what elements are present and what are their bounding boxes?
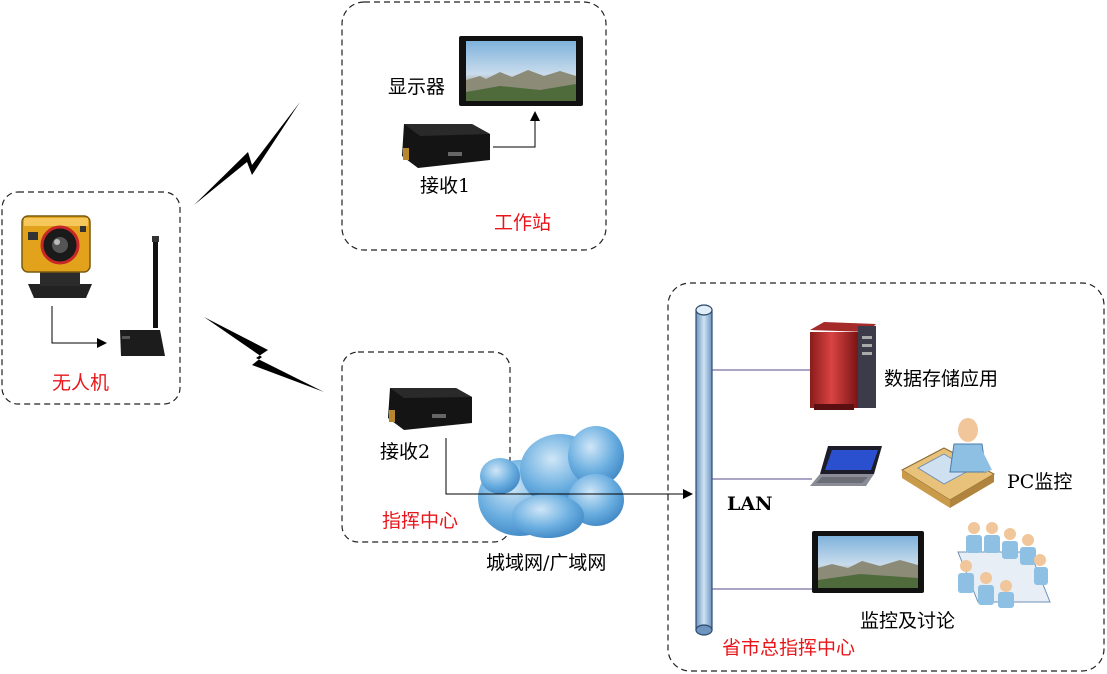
- storage-label: 数据存储应用: [884, 368, 999, 390]
- provincial-group-label: 省市总指挥中心: [722, 637, 856, 659]
- display-label: 显示器: [388, 76, 446, 98]
- lightning-link-icon: [194, 102, 300, 205]
- lightning-link-icon: [204, 317, 324, 392]
- drone-group-label: 无人机: [52, 372, 110, 394]
- display-monitor-icon: [459, 36, 583, 106]
- workstation-group-label: 工作站: [494, 212, 552, 234]
- wan-label: 城域网/广域网: [486, 552, 607, 574]
- lan-bus: [695, 304, 713, 636]
- display-monitor-icon: [812, 531, 924, 593]
- provincial-group-box: [667, 282, 1105, 672]
- action-camera-icon: [21, 215, 92, 298]
- meeting-room-icon: [957, 522, 1051, 608]
- command-group-label: 指挥中心: [382, 510, 459, 532]
- network-cloud-icon: [478, 426, 624, 538]
- laptop-icon: [810, 446, 882, 486]
- workstation-group-box: [341, 1, 607, 251]
- meeting-label: 监控及讨论: [860, 610, 956, 632]
- desk-operator-icon: [900, 418, 996, 508]
- video-receiver-box-icon: [402, 124, 490, 168]
- receiver1-label: 接收1: [420, 175, 471, 197]
- radio-transmitter-icon: [120, 236, 165, 356]
- lan-label: LAN: [727, 493, 773, 515]
- server-rack-icon: [810, 322, 876, 410]
- command-group-box: [341, 351, 511, 543]
- video-receiver-box-icon: [388, 388, 472, 430]
- pc-monitor-label: PC监控: [1007, 471, 1073, 493]
- drone-group-box: [1, 191, 181, 405]
- receiver2-label: 接收2: [380, 441, 431, 463]
